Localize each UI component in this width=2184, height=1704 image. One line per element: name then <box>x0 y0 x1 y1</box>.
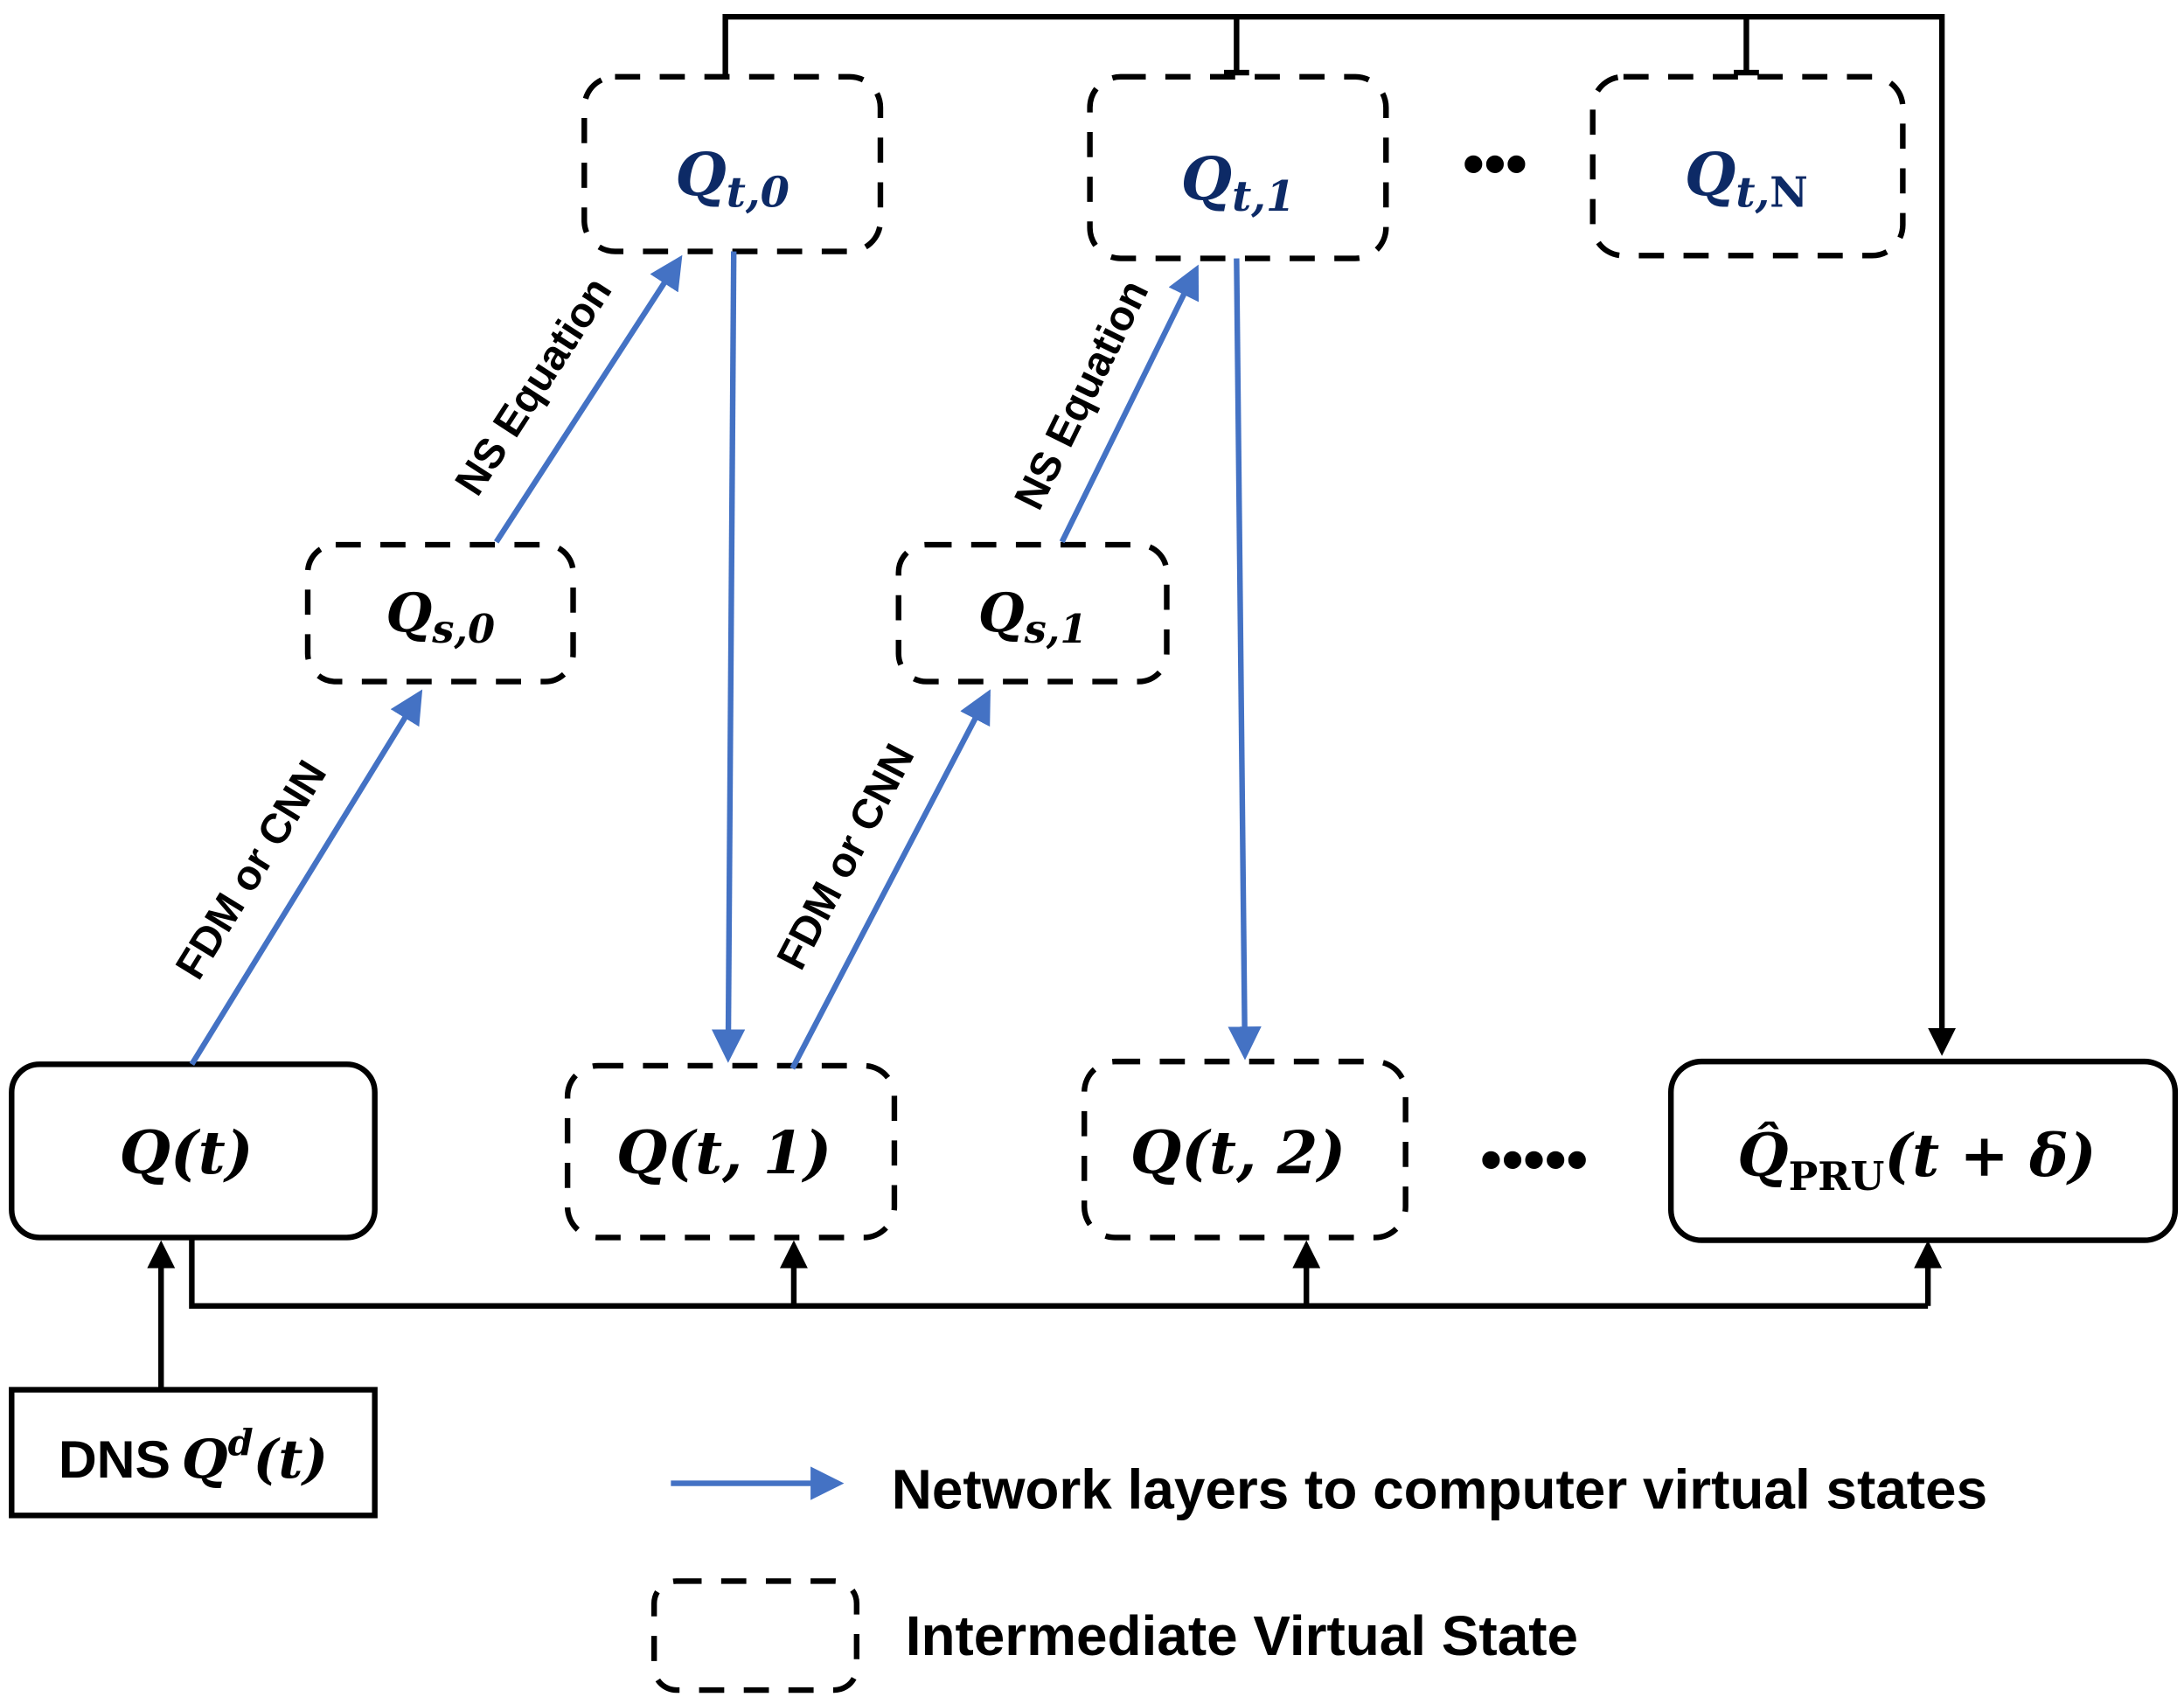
node-q2-label: Q(t, 2) <box>1130 1118 1346 1187</box>
node-qt1-box <box>1087 73 1389 261</box>
node-q1-box <box>564 1062 898 1241</box>
node-qt1-label: Qt,1 <box>1181 144 1296 221</box>
node-q2-box <box>1082 1058 1408 1241</box>
node-qpru-box <box>1667 1058 2179 1243</box>
node-q1-label: Q(t, 1) <box>616 1118 831 1187</box>
node-qs0-box <box>304 541 576 685</box>
node-qs0-label: Qs,0 <box>386 582 495 652</box>
bottom-ellipsis: ••••• <box>1480 1124 1588 1193</box>
arrow-q1-to-qs1 <box>789 689 991 1070</box>
node-qt0-box <box>581 73 884 254</box>
node-q-label: Q(t) <box>120 1118 254 1187</box>
arrow-q-to-qs0 <box>189 689 423 1067</box>
node-dns-box <box>9 1387 378 1519</box>
legend-arrow-label: Network layers to computer virtual state… <box>892 1457 1987 1520</box>
node-qtn-label: Qt,N <box>1685 141 1808 218</box>
arrow-qt0-to-q1 <box>711 251 746 1063</box>
bottom-feedback-line <box>147 1237 1943 1390</box>
top-ellipsis: ••• <box>1463 129 1527 198</box>
arrow-qs1-to-qt1 <box>1059 264 1200 544</box>
node-qs1-box <box>895 541 1170 685</box>
arrow-qt1-to-q2 <box>1228 258 1262 1061</box>
top-feedback-line <box>722 13 1957 1056</box>
node-qs1-label: Qs,1 <box>978 582 1088 652</box>
node-qpru-label: Q̂PRU(t + δ) <box>1737 1121 2096 1200</box>
node-qt0-label: Qt,0 <box>675 141 789 218</box>
legend-dashed-label: Intermediate Virtual State <box>906 1604 1578 1667</box>
legend-dashed-box <box>650 1578 860 1694</box>
arrow-qs0-to-qt0 <box>493 254 683 544</box>
node-qtn-box <box>1589 73 1906 259</box>
